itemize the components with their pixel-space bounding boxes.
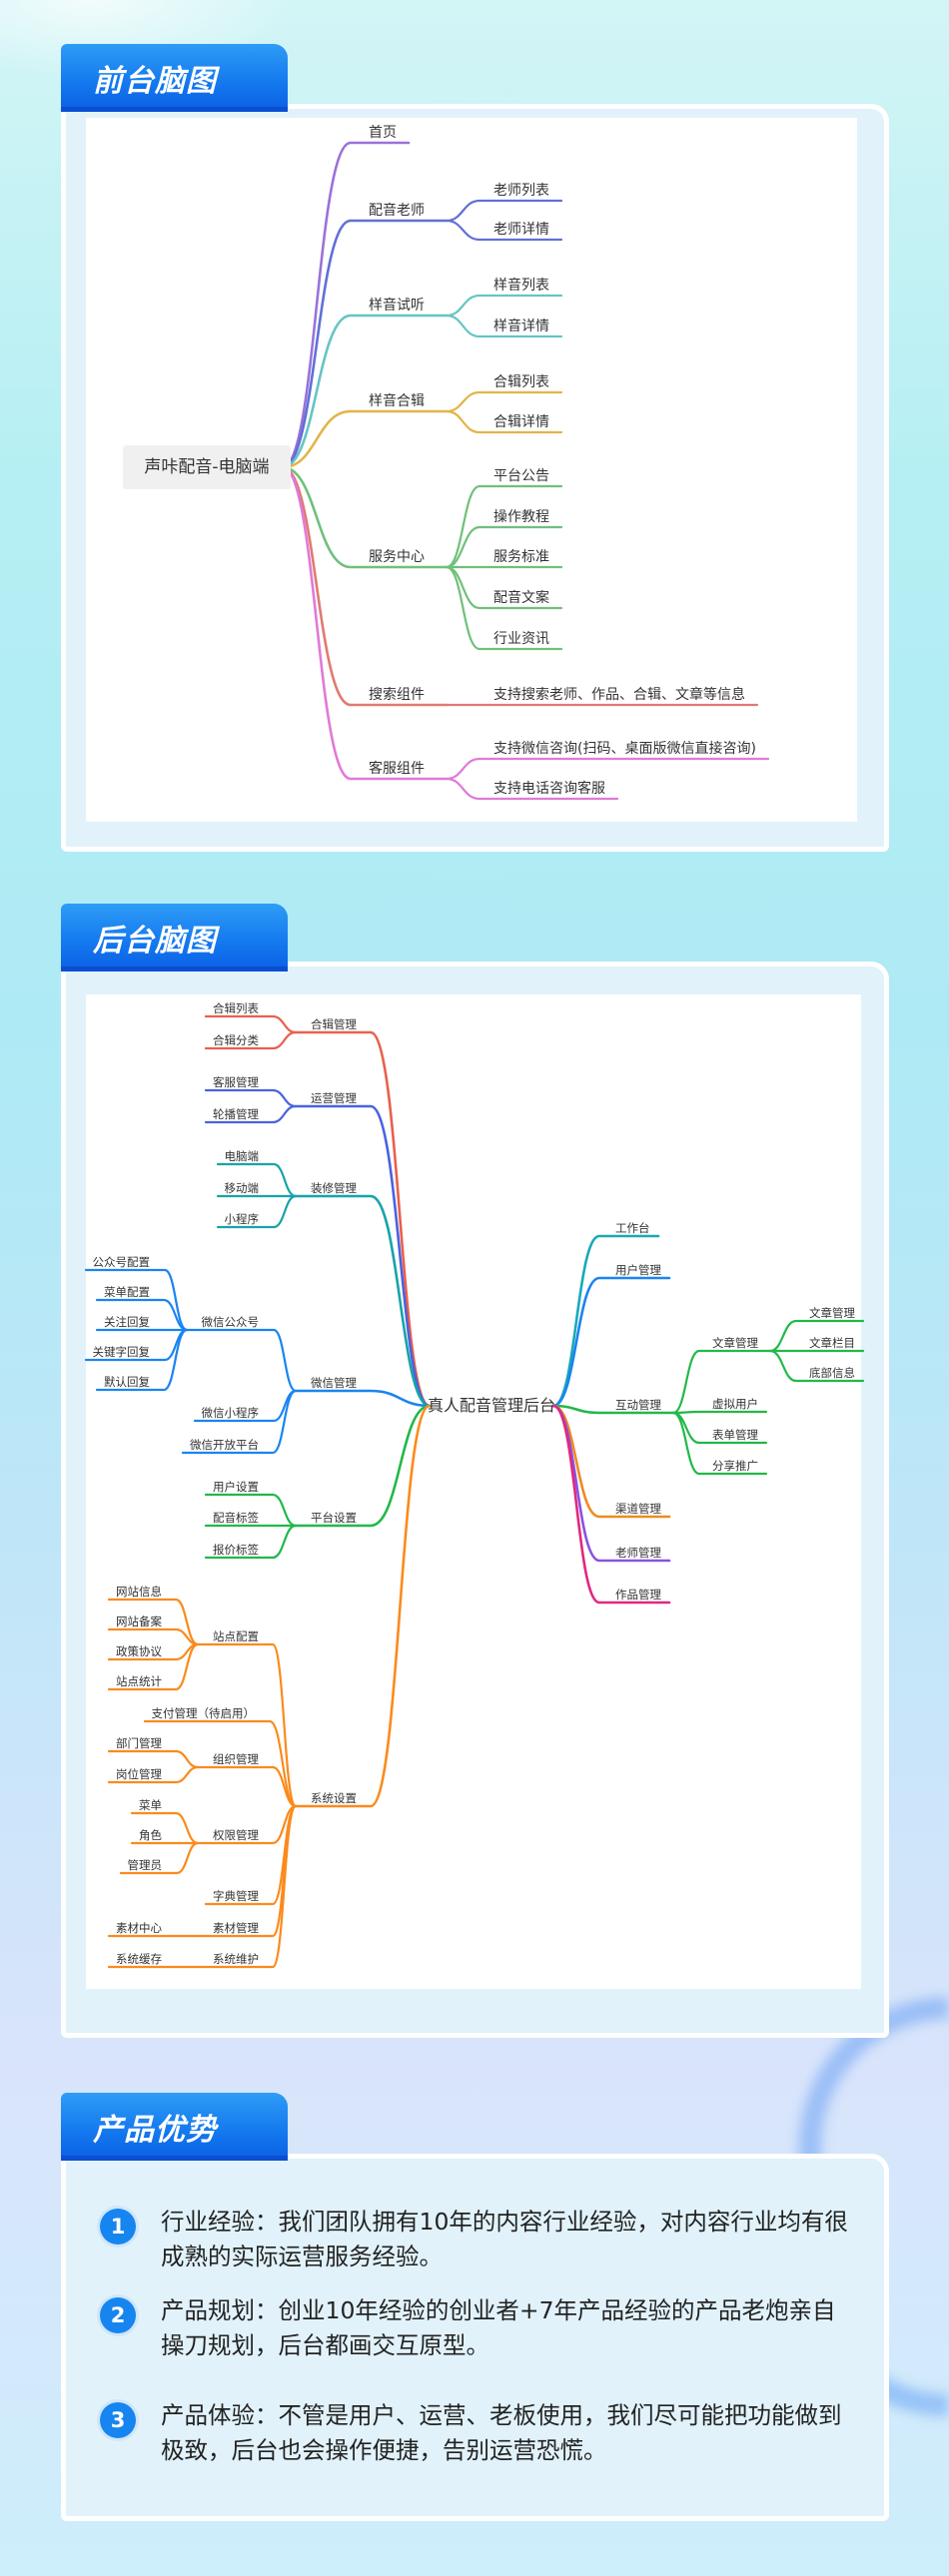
mindmap-node: 微信小程序 — [201, 1406, 260, 1420]
section-title: 后台脑图 — [93, 924, 217, 959]
mindmap-node: 公众号配置 — [92, 1255, 151, 1269]
mindmap-node: 支持电话咨询客服 — [493, 781, 605, 797]
mindmap-node: 配音标签 — [213, 1511, 259, 1525]
mindmap-node: 支付管理（待启用） — [151, 1706, 256, 1720]
section-title: 前台脑图 — [93, 64, 217, 99]
section-title: 产品优势 — [93, 2113, 217, 2148]
mindmap-node: 系统维护 — [213, 1952, 259, 1966]
mindmap-node: 老师管理 — [615, 1546, 661, 1560]
mindmap-node: 小程序 — [224, 1212, 260, 1226]
mindmap-node: 报价标签 — [213, 1543, 259, 1557]
mindmap-node: 装修管理 — [311, 1181, 357, 1195]
mindmap-node: 默认回复 — [104, 1375, 150, 1389]
mindmap-node: 表单管理 — [712, 1428, 758, 1442]
mindmap-node: 样音列表 — [493, 278, 549, 294]
mindmap-node: 样音详情 — [493, 319, 549, 334]
mindmap-node: 样音试听 — [369, 298, 425, 314]
mindmap-node: 网站信息 — [116, 1585, 162, 1599]
mindmap-node: 关注回复 — [104, 1315, 150, 1329]
section-tab-backend: 后台脑图 — [61, 904, 288, 971]
mindmap-node: 渠道管理 — [615, 1502, 661, 1516]
mindmap-node: 配音文案 — [493, 590, 549, 606]
mindmap-node: 文章管理 — [809, 1306, 855, 1320]
advantages-panel — [61, 2154, 889, 2521]
mindmap-node: 微信开放平台 — [190, 1438, 259, 1452]
mindmap-node: 文章栏目 — [809, 1336, 855, 1350]
mindmap-node: 平台公告 — [493, 468, 549, 484]
mindmap-node: 权限管理 — [213, 1828, 259, 1842]
mindmap-node: 关键字回复 — [92, 1345, 151, 1359]
mindmap-node: 用户管理 — [615, 1263, 661, 1277]
section-tab-advantages: 产品优势 — [61, 2093, 288, 2161]
mindmap-node: 文章管理 — [712, 1336, 758, 1350]
mindmap-node: 互动管理 — [615, 1398, 661, 1412]
mindmap-node: 合辑管理 — [311, 1017, 357, 1031]
mindmap-node: 站点配置 — [213, 1629, 259, 1643]
mindmap-node: 平台设置 — [311, 1511, 357, 1525]
mindmap-node: 网站备案 — [116, 1614, 162, 1628]
mindmap-node: 合辑详情 — [493, 414, 549, 430]
mindmap-node: 系统缓存 — [116, 1952, 162, 1966]
mindmap-node: 字典管理 — [213, 1889, 259, 1903]
mindmap-node: 菜单 — [139, 1798, 162, 1812]
backend-mindmap-canvas — [86, 994, 861, 1989]
mindmap-node: 客服组件 — [369, 761, 425, 777]
mindmap-node: 底部信息 — [809, 1366, 855, 1380]
mindmap-node: 移动端 — [224, 1181, 260, 1195]
mindmap-node: 微信管理 — [311, 1376, 357, 1390]
mindmap-node: 政策协议 — [116, 1644, 162, 1658]
advantage-text: 产品规划：创业10年经验的创业者+7年产品经验的产品老炮亲自操刀规划，后台都画交… — [161, 2296, 836, 2359]
mindmap-node: 素材中心 — [116, 1921, 162, 1935]
advantage-text: 行业经验：我们团队拥有10年的内容行业经验，对内容行业均有很成熟的实际运营服务经… — [161, 2208, 848, 2270]
mindmap-node: 微信公众号 — [201, 1315, 260, 1329]
mindmap-node: 行业资讯 — [493, 631, 549, 647]
mindmap-node: 素材管理 — [213, 1921, 259, 1935]
mindmap-node: 电脑端 — [224, 1149, 260, 1163]
advantage-text: 产品体验：不管是用户、运营、老板使用，我们尽可能把功能做到极致，后台也会操作便捷… — [161, 2401, 842, 2464]
mindmap-node: 轮播管理 — [213, 1107, 259, 1121]
mindmap-node: 虚拟用户 — [712, 1397, 758, 1411]
mindmap-node: 工作台 — [615, 1221, 650, 1235]
mindmap-node: 站点统计 — [116, 1674, 162, 1688]
mindmap-node: 支持微信咨询(扫码、桌面版微信直接咨询) — [493, 741, 756, 757]
mindmap-node: 菜单配置 — [104, 1285, 150, 1299]
mindmap-root: 声咔配音-电脑端 — [123, 445, 291, 489]
mindmap-node: 用户设置 — [213, 1480, 259, 1494]
mindmap-node: 操作教程 — [493, 509, 549, 525]
mindmap-node: 支持搜索老师、作品、合辑、文章等信息 — [493, 687, 745, 703]
number-badge: 3 — [100, 2402, 136, 2438]
mindmap-node: 样音合辑 — [369, 393, 425, 409]
mindmap-node: 岗位管理 — [116, 1767, 162, 1781]
mindmap-node: 服务标准 — [493, 549, 549, 565]
mindmap-root: 真人配音管理后台 — [428, 1396, 556, 1415]
mindmap-node: 合辑列表 — [213, 1001, 259, 1015]
mindmap-node: 管理员 — [127, 1858, 163, 1872]
mindmap-node: 服务中心 — [369, 549, 425, 565]
mindmap-node: 组织管理 — [213, 1752, 259, 1766]
mindmap-node: 分享推广 — [712, 1459, 758, 1473]
mindmap-node: 合辑列表 — [493, 374, 549, 390]
mindmap-node: 首页 — [369, 125, 397, 141]
number-badge: 1 — [100, 2209, 136, 2245]
mindmap-node: 作品管理 — [615, 1588, 661, 1602]
mindmap-node: 搜索组件 — [369, 687, 425, 703]
mindmap-node: 角色 — [139, 1828, 162, 1842]
section-tab-frontend: 前台脑图 — [61, 44, 288, 112]
number-badge: 2 — [100, 2297, 136, 2333]
mindmap-node: 客服管理 — [213, 1075, 259, 1089]
mindmap-node: 合辑分类 — [213, 1033, 259, 1047]
mindmap-node: 部门管理 — [116, 1736, 162, 1750]
mindmap-node: 运营管理 — [311, 1091, 357, 1105]
mindmap-node: 老师列表 — [493, 183, 549, 199]
mindmap-node: 老师详情 — [493, 222, 549, 238]
mindmap-node: 配音老师 — [369, 203, 425, 219]
mindmap-node: 系统设置 — [311, 1791, 357, 1805]
